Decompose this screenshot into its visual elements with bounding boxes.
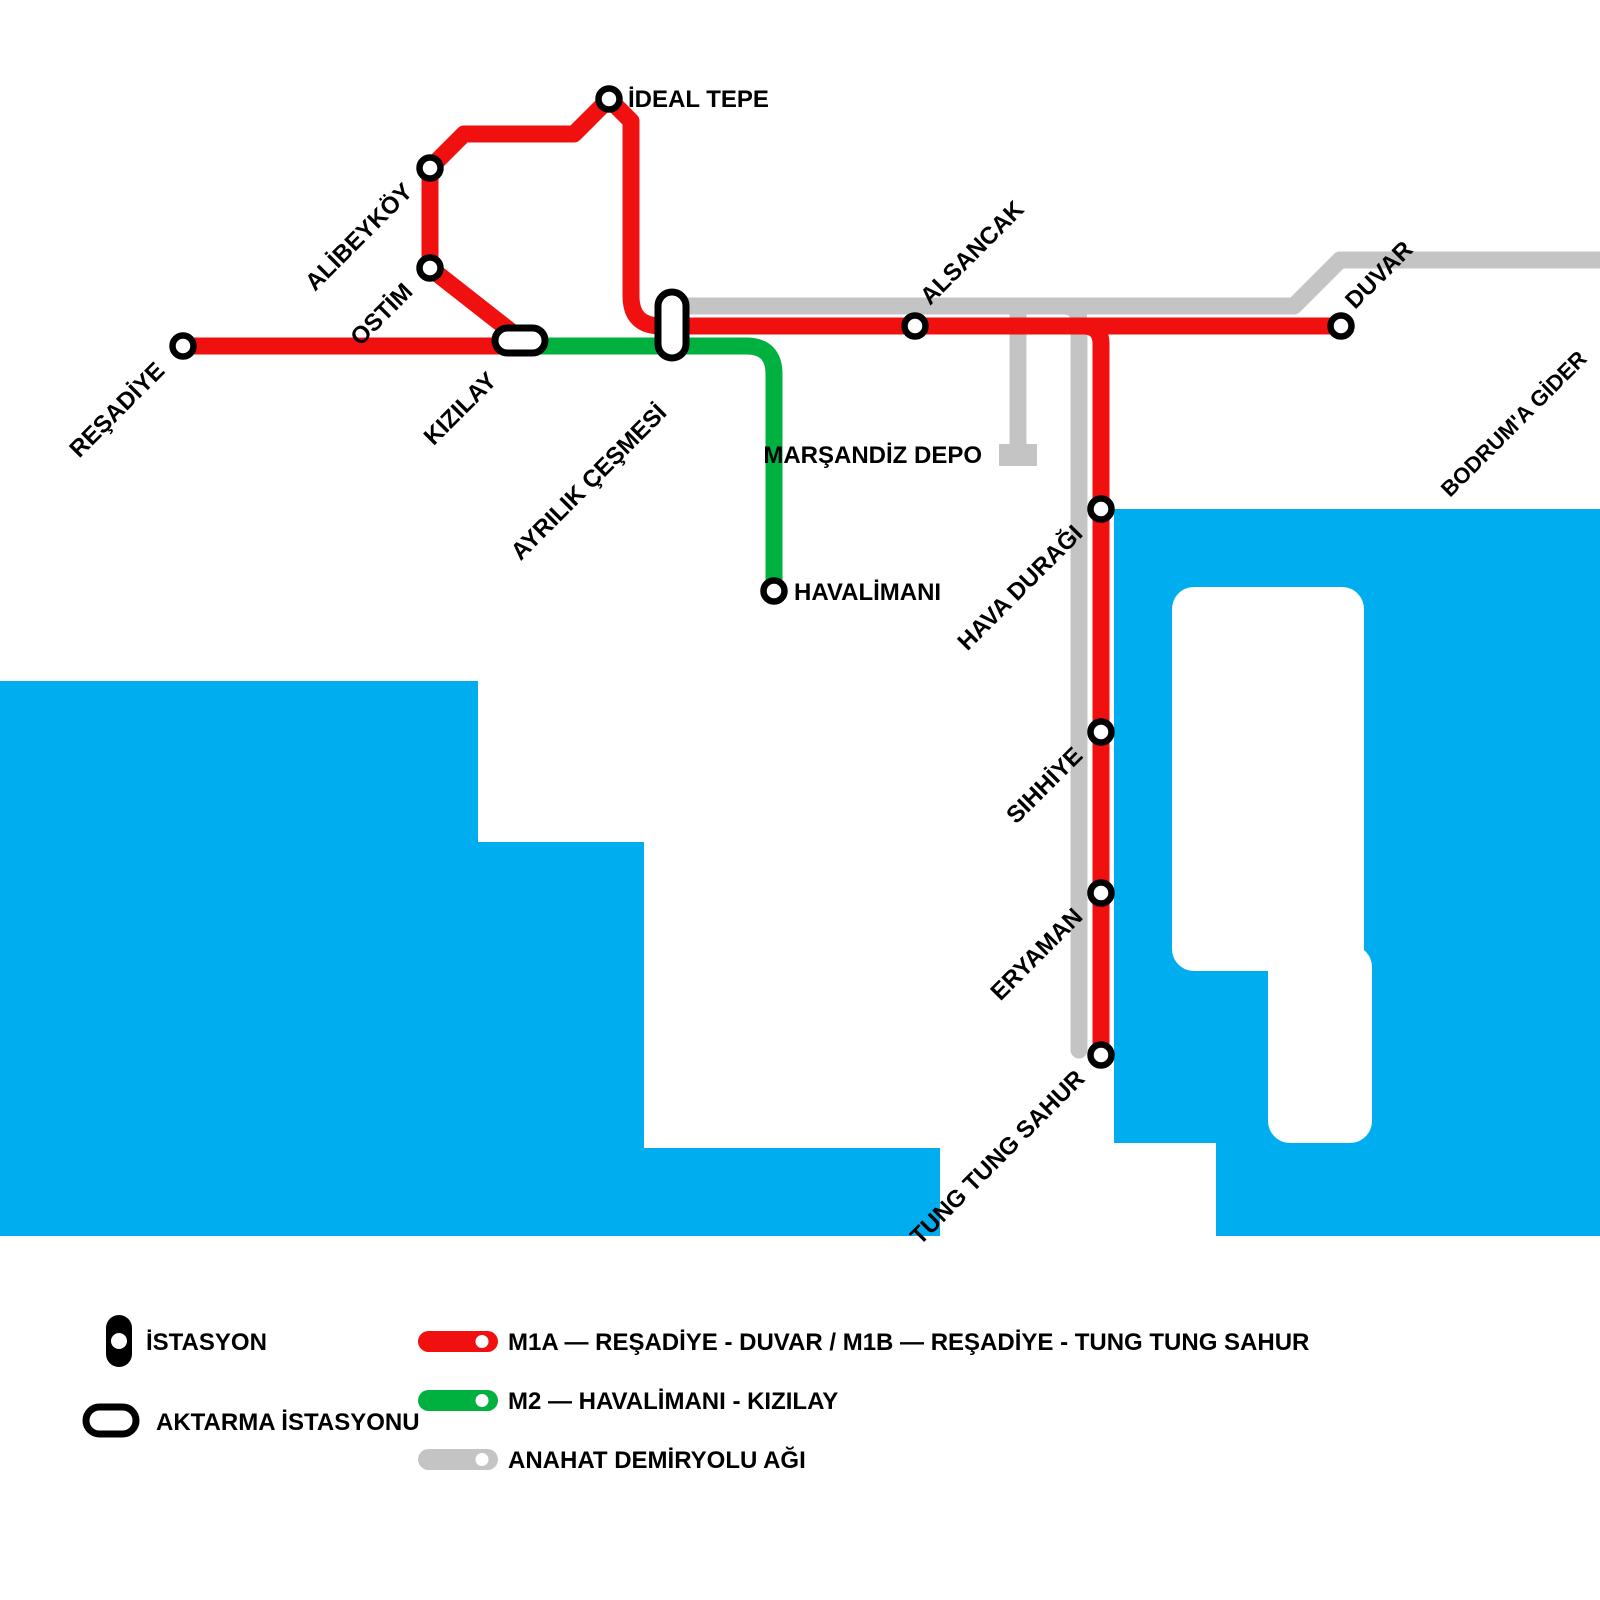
station-alsancak <box>901 312 929 340</box>
station-label-duvar: DUVAR <box>1340 236 1418 314</box>
metro-lines <box>174 90 1350 1064</box>
island-small <box>1268 945 1372 1143</box>
station-label-resadiye: REŞADİYE <box>64 357 170 463</box>
station-ostim <box>416 254 444 282</box>
station-duvar <box>1327 312 1355 340</box>
legend-label-m2: M2 — HAVALİMANI - KIZILAY <box>508 1388 838 1415</box>
m1-line-south-branch <box>1074 317 1110 1064</box>
station-havalimani <box>760 577 788 605</box>
mainline-rail-east <box>660 251 1600 315</box>
water-body-left <box>0 681 940 1236</box>
legend-label-m1: M1A — REŞADİYE - DUVAR / M1B — REŞADİYE … <box>508 1329 1309 1356</box>
legend-label-aktarma: AKTARMA İSTASYONU <box>156 1409 420 1436</box>
station-label-alsancak: ALSANCAK <box>915 195 1030 310</box>
station-tung-tung-sahur <box>1087 1041 1115 1069</box>
legend-item-aktarma: AKTARMA İSTASYONU <box>82 1403 420 1438</box>
legend: İSTASYON AKTARMA İSTASYONU M1A — REŞADİY… <box>82 1315 1309 1474</box>
transfer-stations <box>491 288 690 362</box>
label-marsandiz-depo: MARŞANDİZ DEPO <box>763 442 982 469</box>
station-resadiye <box>169 332 197 360</box>
station-hava-duragi <box>1087 495 1115 523</box>
island-large <box>1172 587 1364 971</box>
transfer-symbol-icon <box>82 1403 140 1438</box>
water-layer <box>0 509 1600 1236</box>
legend-item-m1: M1A — REŞADİYE - DUVAR / M1B — REŞADİYE … <box>418 1329 1309 1356</box>
station-sihhiye <box>1087 718 1115 746</box>
station-label-ayrilik-cesmesi: AYRILIK ÇEŞMESİ <box>506 399 673 566</box>
legend-label-istasyon: İSTASYON <box>146 1329 267 1356</box>
legend-label-anahat: ANAHAT DEMİRYOLU AĞI <box>508 1446 806 1474</box>
m1-line-loop-east <box>421 90 1350 346</box>
station-ideal-tepe <box>595 85 623 113</box>
m2-line-swatch <box>418 1390 498 1411</box>
rail-swatch-dot <box>475 1453 489 1466</box>
depot-buffer <box>999 444 1037 466</box>
label-bodruma-gider: BODRUM'A GİDER <box>1436 346 1592 502</box>
legend-item-m2: M2 — HAVALİMANI - KIZILAY <box>418 1388 838 1415</box>
station-alibeykoy <box>416 154 444 182</box>
station-label-kizilay: KIZILAY <box>419 367 503 451</box>
station-symbol-dot <box>111 1333 127 1349</box>
station-label-ideal-tepe: İDEAL TEPE <box>628 86 769 113</box>
station-label-havalimani: HAVALİMANI <box>794 579 941 606</box>
rail-line-swatch <box>418 1449 498 1470</box>
m2-swatch-dot <box>475 1394 489 1407</box>
legend-item-anahat: ANAHAT DEMİRYOLU AĞI <box>418 1446 806 1474</box>
transfer-station-ayrilik-cesmesi <box>654 288 690 362</box>
station-label-alibeykoy: ALİBEYKÖY <box>300 178 418 296</box>
m1-line-swatch <box>418 1331 498 1352</box>
stations <box>169 85 1355 1069</box>
station-eryaman <box>1087 879 1115 907</box>
station-label-hava-duragi: HAVA DURAĞI <box>952 519 1088 655</box>
m2-line <box>531 337 783 600</box>
m1-swatch-dot <box>475 1335 489 1348</box>
legend-item-istasyon: İSTASYON <box>106 1315 267 1367</box>
transfer-station-kizilay <box>491 324 549 357</box>
